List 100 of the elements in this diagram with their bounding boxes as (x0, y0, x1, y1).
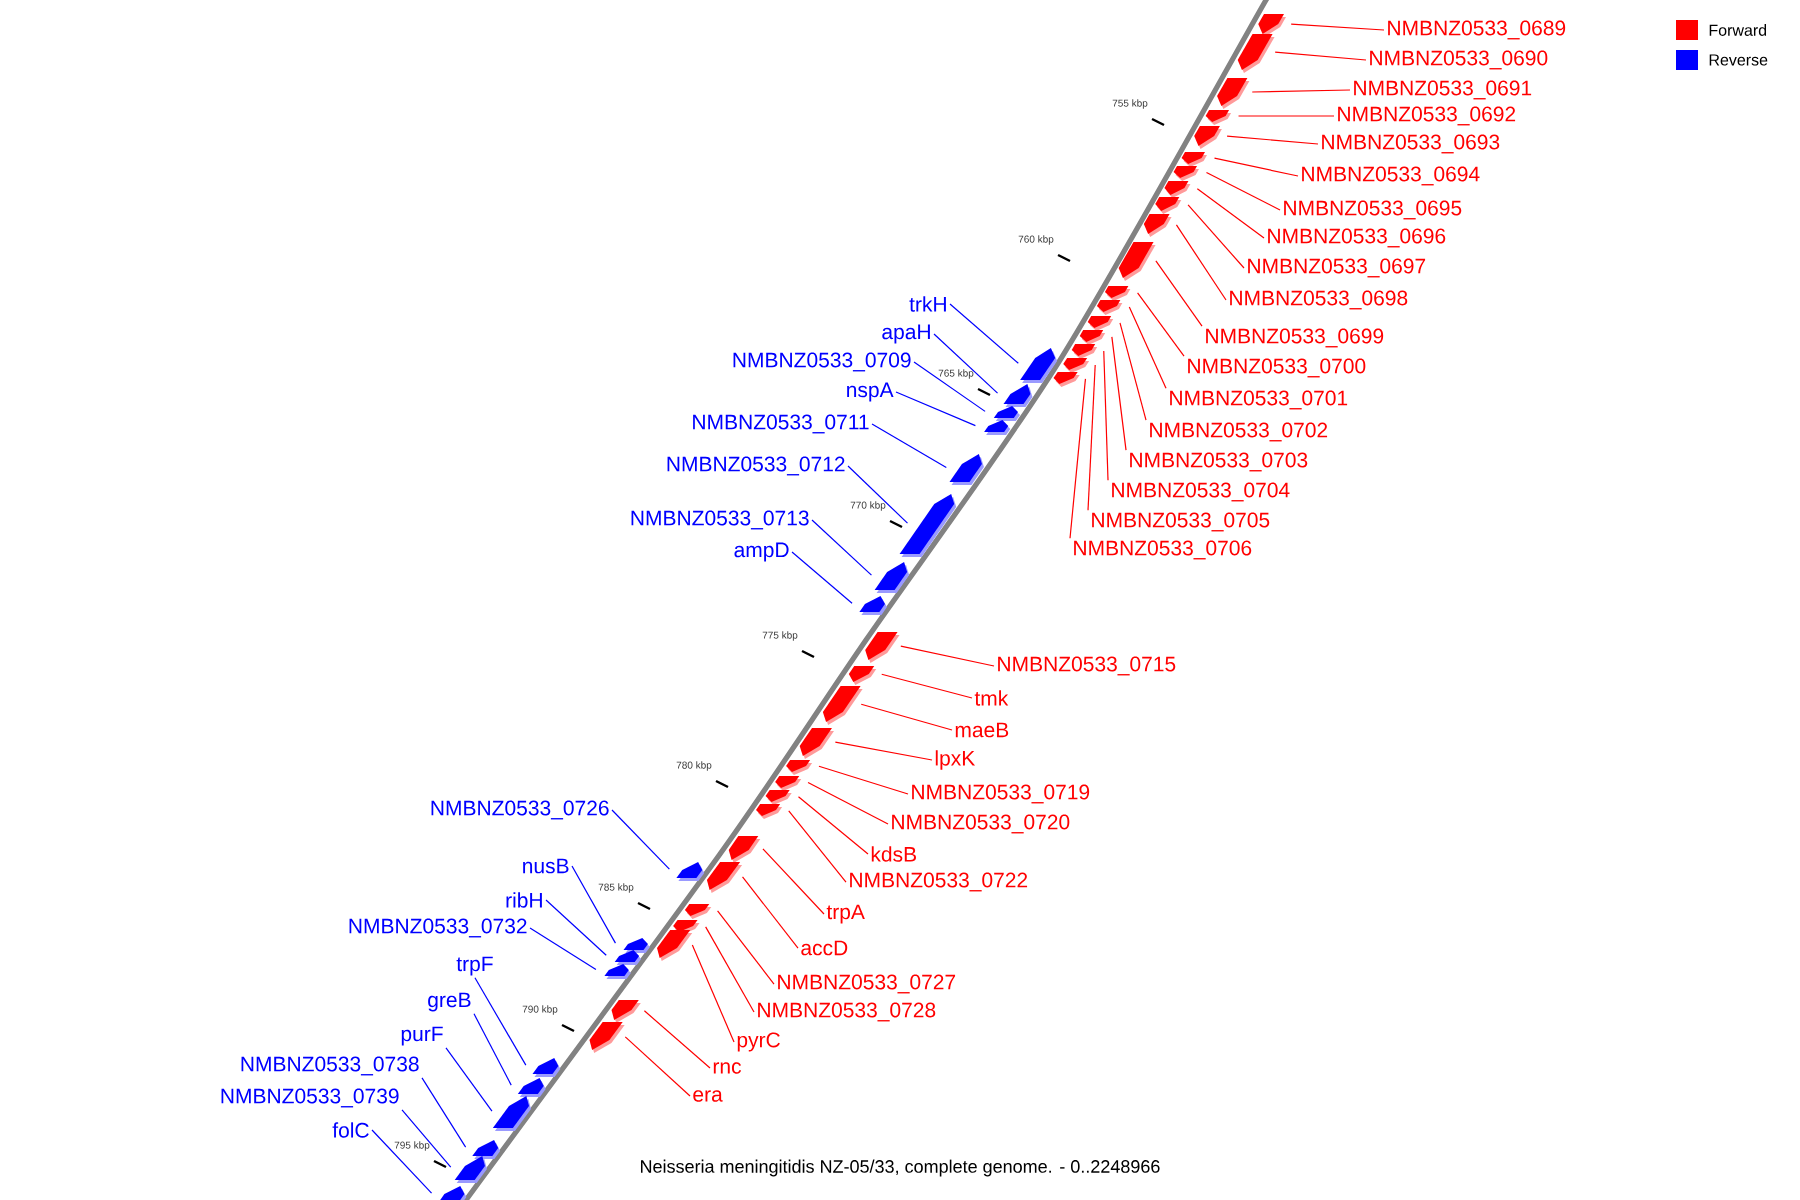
gene-label: nusB (523, 858, 569, 874)
gene-label: NMBNZ0533_0695 (1284, 200, 1462, 220)
gene-block (1087, 316, 1114, 331)
leader-line (401, 1109, 452, 1168)
leader-line (1196, 188, 1265, 239)
leader-line (1155, 260, 1203, 327)
gene-label: NMBNZ0533_0715 (998, 656, 1176, 676)
leader-line (1103, 350, 1109, 481)
gene-label: ribH (506, 892, 542, 908)
leader-line (611, 809, 670, 870)
gene-block (993, 406, 1020, 421)
leader-line (913, 361, 986, 412)
gene-block (1053, 372, 1080, 387)
gene-label: NMBNZ0533_0719 (912, 784, 1090, 804)
leader-line (643, 1010, 711, 1069)
legend-label: Forward (1709, 24, 1767, 36)
leader-line (691, 944, 735, 1043)
gene-block (728, 836, 761, 863)
gene-block (1104, 286, 1131, 301)
gene-block (765, 790, 792, 805)
gene-block (1079, 330, 1106, 345)
gene-block (1071, 344, 1098, 359)
gene-block (684, 904, 712, 919)
gene-label: ampD (734, 542, 789, 562)
gene-label: NMBNZ0533_0709 (733, 352, 911, 372)
gene-label: trkH (909, 296, 946, 312)
gene-block (1258, 14, 1286, 37)
gene-block (899, 494, 957, 557)
gene-label: NMBNZ0533_0703 (1130, 452, 1308, 472)
gene-block (874, 562, 910, 593)
gene-label: apaH (882, 324, 930, 344)
leader-line (1137, 292, 1185, 357)
caption: Neisseria meningitidis NZ-05/33, complete genome. - 0..2248966 (641, 1159, 1160, 1177)
gene-block (859, 596, 887, 615)
gene-label: NMBNZ0533_0720 (892, 814, 1070, 834)
leader-line (1274, 51, 1367, 61)
gene-label: tmk (974, 690, 1009, 706)
leader-line (1205, 171, 1281, 211)
gene-block (1173, 166, 1200, 181)
gene-block (589, 1022, 625, 1053)
gene-block (1205, 110, 1232, 125)
leader-line (529, 927, 597, 971)
leader-line (1226, 135, 1319, 145)
gene-block (1181, 152, 1208, 167)
gene-label: NMBNZ0533_0732 (349, 918, 527, 938)
leader-line (421, 1077, 467, 1148)
gene-label: kdsB (871, 846, 916, 862)
leader-line (717, 910, 775, 985)
gene-block (1155, 197, 1182, 214)
leader-line (791, 551, 853, 604)
gene-label: NMBNZ0533_0728 (758, 1002, 936, 1022)
gene-block (492, 1096, 531, 1131)
leader-line (1128, 306, 1167, 389)
leader-line (1237, 115, 1335, 117)
gene-label: NMBNZ0533_0712 (667, 456, 845, 476)
gene-block (786, 760, 813, 775)
leader-line (545, 899, 607, 956)
leader-line (445, 1047, 493, 1112)
gene-block (532, 1058, 561, 1077)
gene-label: NMBNZ0533_0704 (1112, 482, 1290, 502)
gene-block (1217, 78, 1250, 109)
leader-line (847, 465, 909, 524)
gene-label: NMBNZ0533_0694 (1302, 166, 1480, 186)
gene-block (1164, 181, 1191, 198)
gene-label: NMBNZ0533_0701 (1170, 390, 1348, 410)
gene-label: purF (401, 1026, 443, 1046)
gene-block (1143, 214, 1172, 237)
gene-label: NMBNZ0533_0689 (1388, 20, 1566, 40)
gene-label: NMBNZ0533_0722 (850, 872, 1028, 892)
gene-label: NMBNZ0533_0713 (631, 510, 809, 530)
gene-label: NMBNZ0533_0697 (1248, 258, 1426, 278)
gene-block (865, 632, 900, 663)
gene-block (984, 420, 1011, 435)
gene-block (614, 950, 642, 965)
gene-block (623, 938, 650, 953)
leader-line (762, 848, 825, 915)
gene-label: NMBNZ0533_0699 (1206, 328, 1384, 348)
gene-label: trpF (456, 956, 493, 976)
leader-line (949, 303, 1019, 364)
gene-block (438, 1186, 467, 1200)
gene-label: maeB (955, 722, 1009, 738)
gene-label: lpxK (935, 750, 975, 770)
gene-block (799, 728, 834, 759)
gene-block (1063, 358, 1090, 373)
gene-label: NMBNZ0533_0727 (778, 974, 956, 994)
gene-label: NMBNZ0533_0702 (1150, 422, 1328, 442)
leader-line (571, 865, 617, 944)
leader-line (933, 333, 999, 394)
leader-line (797, 796, 869, 855)
gene-label: greB (428, 992, 471, 1012)
gene-label: NMBNZ0533_0739 (221, 1088, 399, 1108)
gene-label: NMBNZ0533_0692 (1338, 106, 1516, 126)
gene-label: NMBNZ0533_0700 (1188, 358, 1366, 378)
gene-label: NMBNZ0533_0693 (1322, 134, 1500, 154)
leader-line (900, 645, 995, 667)
leader-line (807, 781, 889, 825)
gene-block (756, 804, 783, 819)
leader-line (1175, 224, 1227, 301)
gene-label: NMBNZ0533_0691 (1354, 80, 1532, 100)
gene-label: NMBNZ0533_0698 (1230, 290, 1408, 310)
